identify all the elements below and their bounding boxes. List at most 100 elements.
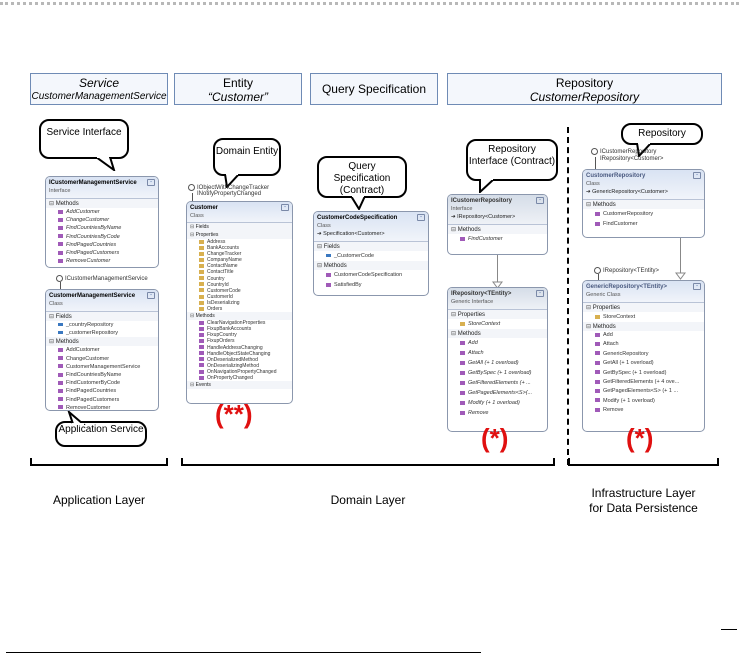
class-stereotype: Interface: [49, 188, 71, 194]
method-item: GetFilteredElements (+ ...: [448, 378, 547, 388]
section-methods[interactable]: Methods: [448, 329, 547, 338]
class-stereotype: Class: [190, 213, 204, 219]
section-methods[interactable]: Methods: [46, 337, 158, 347]
property-item: CountryId: [187, 282, 292, 288]
interface-lollipop-icon: [56, 275, 63, 282]
callout-application-service: Application Service: [55, 411, 147, 447]
bracket-infrastructure: [568, 458, 719, 466]
section-methods[interactable]: Methods: [314, 261, 428, 270]
callout-domain-entity: Domain Entity: [213, 138, 281, 188]
layer-infrastructure-line2: for Data Persistence: [589, 501, 698, 515]
class-customer[interactable]: Customer Class ⌃ Fields Properties Addre…: [186, 201, 293, 404]
header-service-title: Service: [78, 76, 119, 90]
header-repository: Repository CustomerRepository: [447, 73, 722, 105]
section-properties[interactable]: Properties: [583, 303, 704, 312]
layer-domain-label: Domain Layer: [330, 493, 406, 507]
method-item: GetPagedElements<S> (+ 1 ...: [583, 387, 704, 396]
method-item: FindCustomerByCode: [46, 379, 158, 387]
method-item: Modify (+ 1 overload): [448, 398, 547, 408]
class-stereotype: Generic Class: [586, 292, 621, 298]
class-header: ICustomerRepository Interface ➔ IReposit…: [448, 195, 547, 225]
section-properties[interactable]: Properties: [448, 310, 547, 319]
class-name: ICustomerRepository: [451, 198, 513, 204]
section-fields[interactable]: Fields: [46, 312, 158, 321]
method-item: GetAll (+ 1 overload): [448, 358, 547, 368]
callout-query-spec-text: Query Specification (Contract): [333, 161, 391, 196]
section-methods[interactable]: Methods: [583, 200, 704, 209]
layer-infrastructure-label: Infrastructure Layer for Data Persistenc…: [568, 486, 719, 516]
marker-entity: (**): [215, 399, 253, 429]
class-base: ➔ GenericRepository<Customer>: [586, 189, 668, 195]
section-methods[interactable]: Methods: [187, 312, 292, 321]
property-item: CustomerCode: [187, 288, 292, 294]
class-irepository-tentity[interactable]: IRepository<TEntity> Generic Interface ⌃…: [447, 287, 548, 432]
section-methods[interactable]: Methods: [448, 225, 547, 234]
class-header: ICustomerManagementService Interface ⌃: [46, 177, 158, 199]
callout-repo-interface: Repository Interface (Contract): [466, 139, 558, 193]
section-fields[interactable]: Fields: [314, 242, 428, 251]
property-item: CompanyName: [187, 257, 292, 263]
method-item: HandleAddressChanging: [187, 345, 292, 351]
section-events[interactable]: Events: [187, 381, 292, 390]
method-item: GetFilteredElements (+ 4 ove...: [583, 378, 704, 387]
method-item: ChangeCustomer: [46, 355, 158, 363]
inheritance-arrow-icon: [675, 272, 686, 280]
method-item: Add: [583, 331, 704, 340]
class-customer-repository[interactable]: CustomerRepository Class ➔ GenericReposi…: [582, 169, 705, 238]
method-item: ClearNavigationProperties: [187, 320, 292, 326]
class-header: CustomerRepository Class ➔ GenericReposi…: [583, 170, 704, 200]
method-item: ChangeCustomer: [46, 216, 158, 224]
lollipop-irepository-customer: IRepository<Customer>: [600, 156, 664, 162]
callout-query-spec: Query Specification (Contract): [317, 156, 407, 210]
class-icustomer-repository[interactable]: ICustomerRepository Interface ➔ IReposit…: [447, 194, 548, 255]
section-methods[interactable]: Methods: [583, 322, 704, 331]
method-item: FindCountriesByName: [46, 224, 158, 232]
class-stereotype: Class: [586, 181, 600, 187]
method-item: Modify (+ 1 overload): [583, 397, 704, 406]
section-properties[interactable]: Properties: [187, 231, 292, 239]
collapse-icon[interactable]: ⌃: [536, 290, 544, 297]
marker-irepository: (*): [481, 423, 509, 453]
class-icustomer-management-service[interactable]: ICustomerManagementService Interface ⌃ M…: [45, 176, 159, 268]
callout-application-service-text: Application Service: [58, 424, 144, 435]
callout-repository: Repository: [621, 123, 703, 157]
callout-service-interface-text: Service Interface: [46, 127, 122, 138]
class-customer-code-specification[interactable]: CustomerCodeSpecification Class ➔ Specif…: [313, 211, 429, 296]
method-item: FindPagedCustomers: [46, 396, 158, 404]
class-header: CustomerCodeSpecification Class ➔ Specif…: [314, 212, 428, 242]
callout-tail-icon: [223, 174, 241, 188]
method-item: GenericRepository: [583, 350, 704, 359]
section-methods[interactable]: Methods: [46, 199, 158, 208]
inheritance-line: [680, 238, 681, 276]
header-entity-subtitle: “Customer”: [207, 90, 268, 104]
method-item: GetAll (+ 1 overload): [583, 359, 704, 368]
header-repository-title: Repository: [555, 76, 614, 90]
method-item: CustomerCodeSpecification: [314, 270, 428, 280]
class-header: CustomerManagementService Class ⌃: [46, 290, 158, 312]
property-list: Address BankAccounts ChangeTracker Compa…: [187, 239, 292, 312]
collapse-icon[interactable]: ⌃: [536, 197, 544, 204]
section-fields[interactable]: Fields: [187, 223, 292, 231]
property-item: StoreContext: [448, 319, 547, 329]
field-item: _countryRepository: [46, 321, 158, 329]
collapse-icon[interactable]: ⌃: [693, 172, 701, 179]
method-item: Attach: [448, 348, 547, 358]
class-customer-management-service[interactable]: CustomerManagementService Class ⌃ Fields…: [45, 289, 159, 411]
method-item: FindCustomer: [448, 234, 547, 244]
callout-tail-icon: [635, 143, 653, 157]
callout-tail-icon: [96, 157, 116, 171]
class-stereotype: Interface: [451, 206, 473, 212]
collapse-icon[interactable]: ⌃: [417, 214, 425, 221]
collapse-icon[interactable]: ⌃: [281, 204, 289, 211]
method-item: RemoveCustomer: [46, 257, 158, 265]
collapse-icon[interactable]: ⌃: [147, 179, 155, 186]
collapse-icon[interactable]: ⌃: [147, 292, 155, 299]
method-item: FindPagedCustomers: [46, 249, 158, 257]
method-item: OnDeserializingMethod: [187, 363, 292, 369]
callout-tail-icon: [67, 411, 86, 425]
property-item: ChangeTracker: [187, 251, 292, 257]
collapse-icon[interactable]: ⌃: [693, 283, 701, 290]
header-repository-subtitle: CustomerRepository: [529, 90, 640, 104]
class-generic-repository[interactable]: GenericRepository<TEntity> Generic Class…: [582, 280, 705, 432]
class-name: CustomerCodeSpecification: [317, 215, 398, 221]
